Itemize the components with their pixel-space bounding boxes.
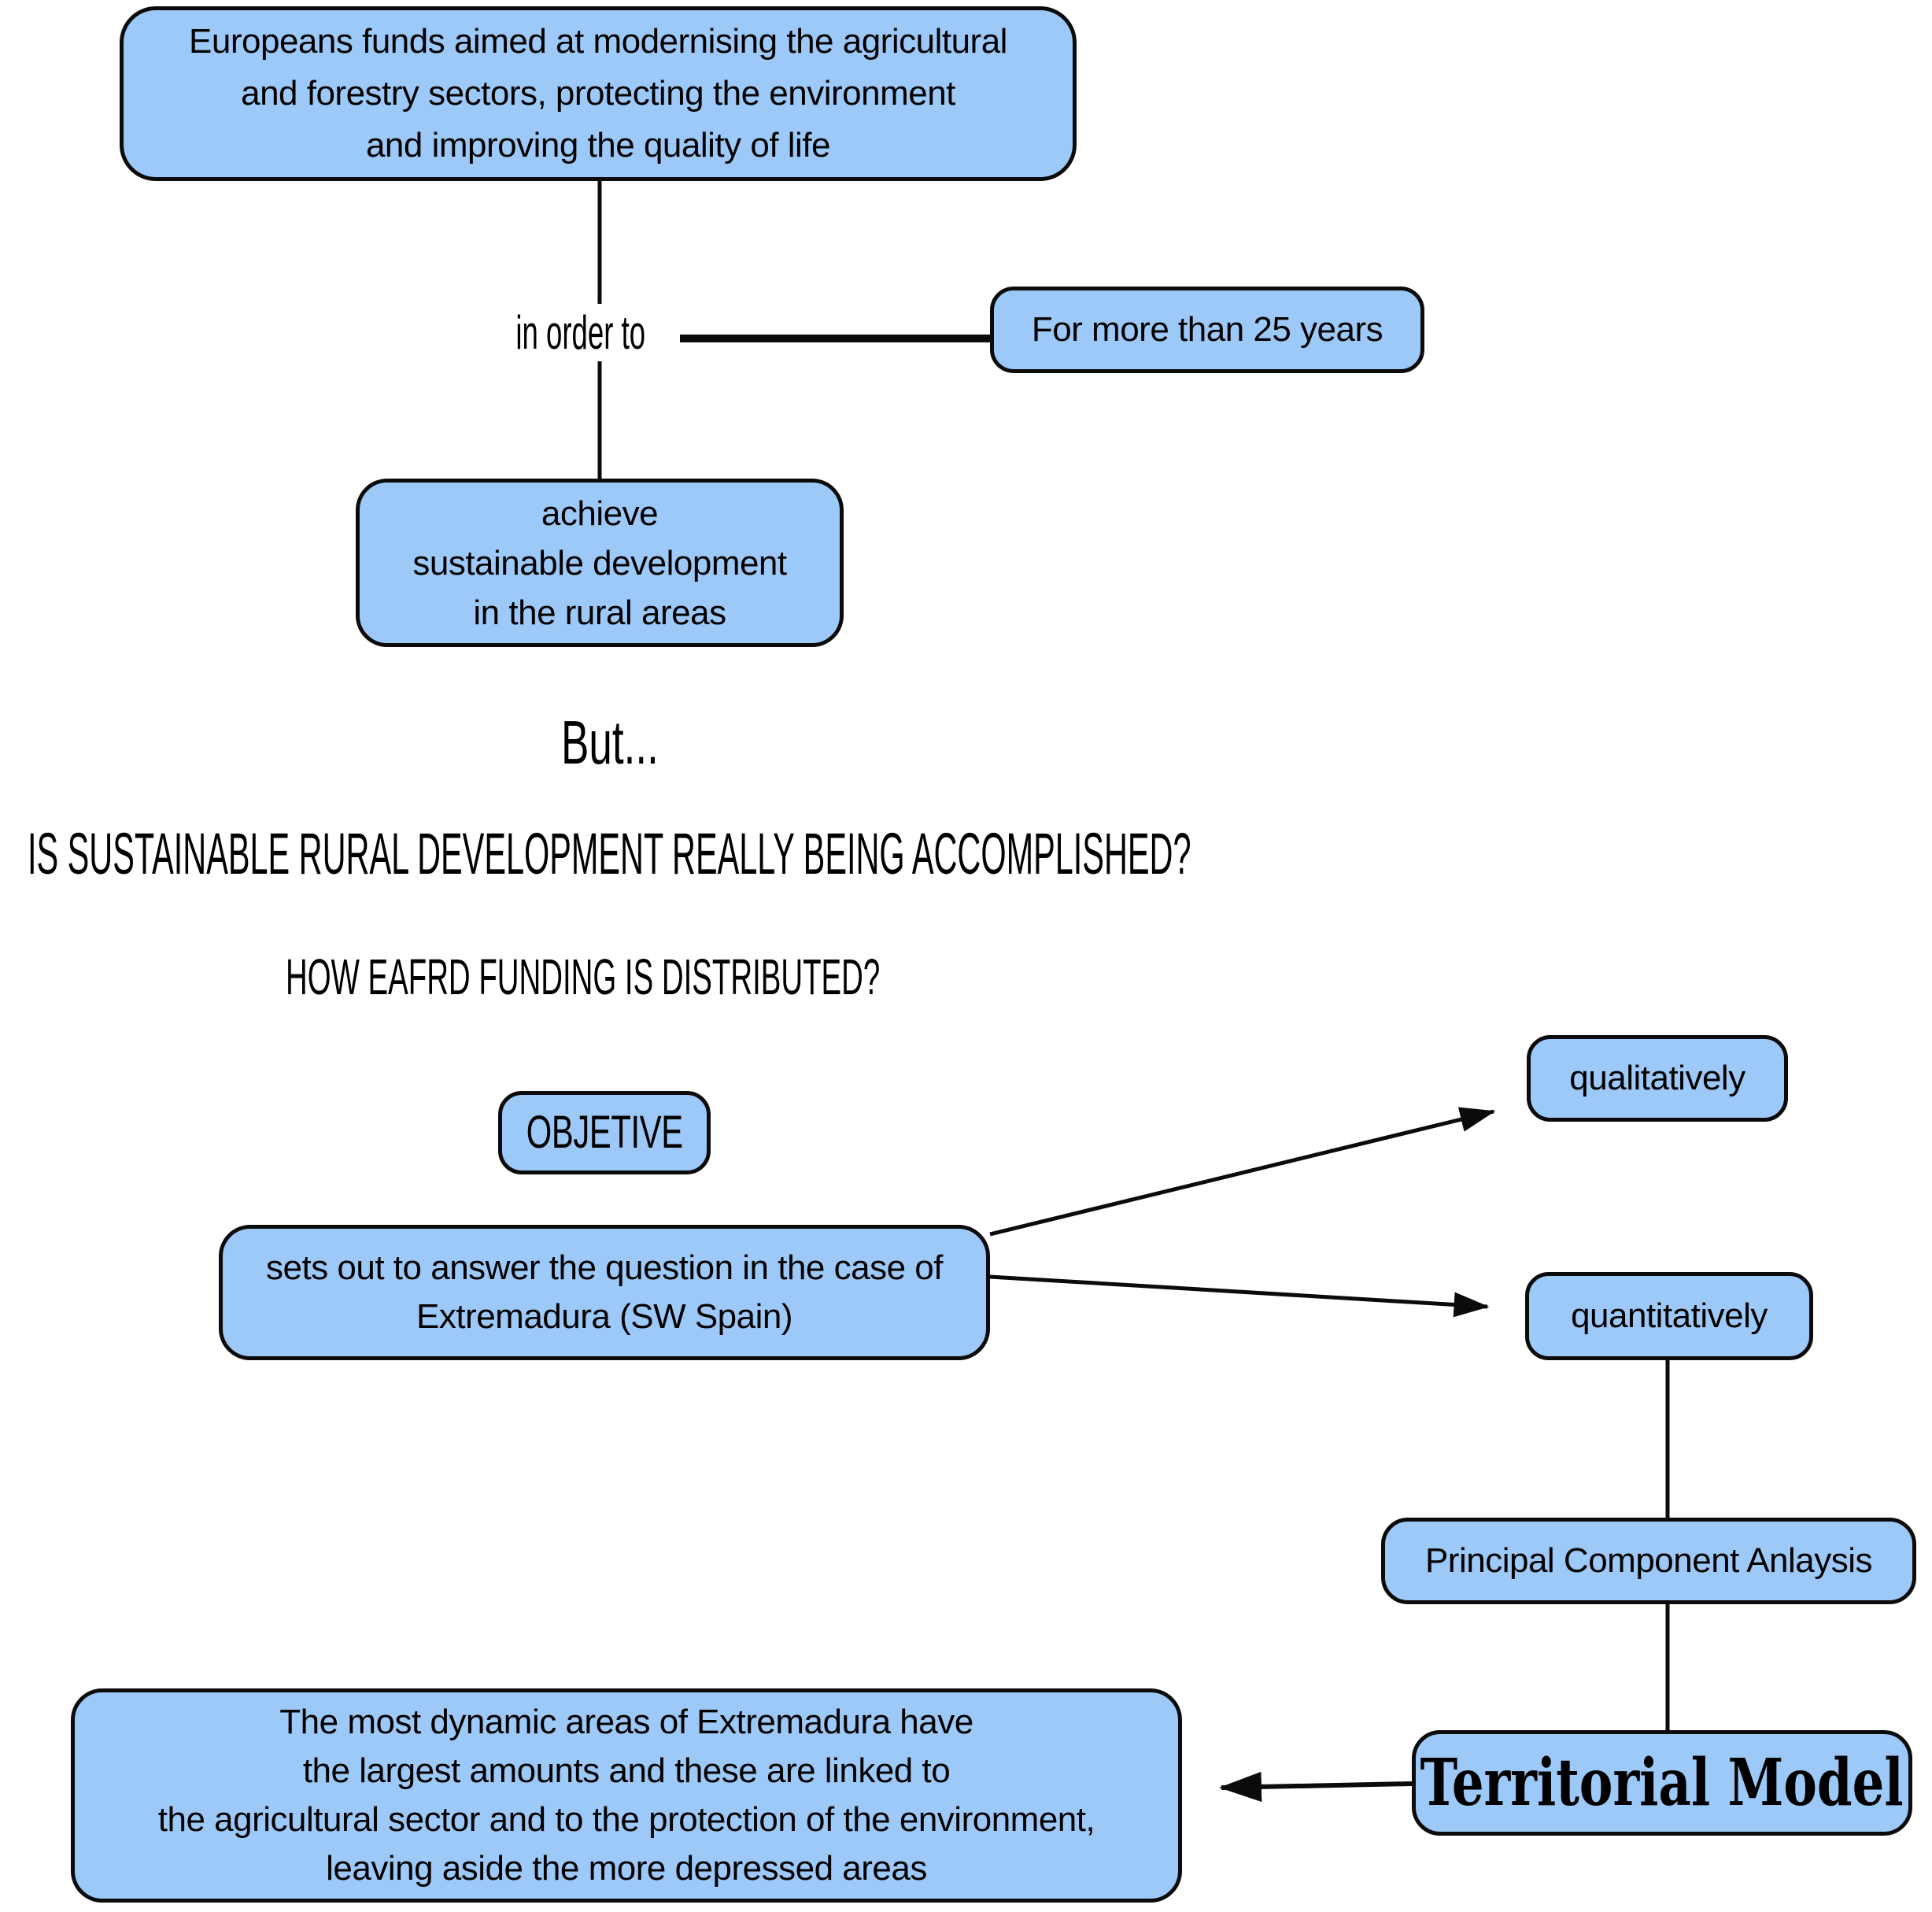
for-more-than-25-years-box: For more than 25 years — [990, 287, 1424, 373]
arrow-setsout-to-quantitatively — [989, 1274, 1490, 1318]
eu-funds-line3: and improving the quality of life — [365, 126, 831, 165]
arrow-setsout-to-qualitatively — [989, 1107, 1496, 1237]
pca-label: Principal Component Anlaysis — [1424, 1541, 1873, 1580]
sets-out-box: sets out to answer the question in the c… — [219, 1225, 990, 1360]
eu-funds-line1: Europeans funds aimed at modernising the… — [189, 22, 1007, 61]
for-more-label: For more than 25 years — [1031, 310, 1383, 349]
pca-box: Principal Component Anlaysis — [1381, 1518, 1916, 1604]
arrow-territorial-to-result — [1219, 1771, 1413, 1803]
quantitatively-label: quantitatively — [1571, 1296, 1768, 1335]
achieve-line3: in the rural areas — [473, 593, 726, 632]
qualitatively-box: qualitatively — [1527, 1035, 1788, 1122]
eu-funds-box: Europeans funds aimed at modernising the… — [120, 6, 1077, 181]
result-line2: the largest amounts and these are linked… — [302, 1751, 951, 1790]
sets-out-line1: sets out to answer the question in the c… — [266, 1248, 944, 1287]
achieve-line2: sustainable development — [412, 543, 787, 582]
result-line1: The most dynamic areas of Extremadura ha… — [279, 1703, 973, 1741]
main-question-headline: IS SUSTAINABLE RURAL DEVELOPMENT REALLY … — [28, 821, 1191, 886]
in-order-to-label: in order to — [510, 304, 652, 361]
territorial-model-label: Territorial Model — [1420, 1745, 1904, 1821]
objective-label: OBJETIVE — [526, 1107, 683, 1158]
eu-funds-line2: and forestry sectors, protecting the env… — [241, 74, 955, 113]
sub-question-headline: HOW EAFRD FUNDING IS DISTRIBUTED? — [286, 949, 881, 1005]
territorial-model-box: Territorial Model — [1412, 1730, 1912, 1836]
result-line3: the agricultural sector and to the prote… — [157, 1800, 1095, 1839]
but-text: But... — [561, 708, 659, 777]
objective-box: OBJETIVE — [498, 1091, 711, 1174]
quantitatively-box: quantitatively — [1525, 1272, 1813, 1360]
achieve-box: achieve sustainable development in the r… — [356, 479, 844, 647]
qualitatively-label: qualitatively — [1569, 1059, 1745, 1097]
sets-out-line2: Extremadura (SW Spain) — [416, 1297, 793, 1336]
achieve-line1: achieve — [541, 494, 659, 533]
result-line4: leaving aside the more depressed areas — [326, 1849, 927, 1888]
result-box: The most dynamic areas of Extremadura ha… — [71, 1688, 1182, 1903]
